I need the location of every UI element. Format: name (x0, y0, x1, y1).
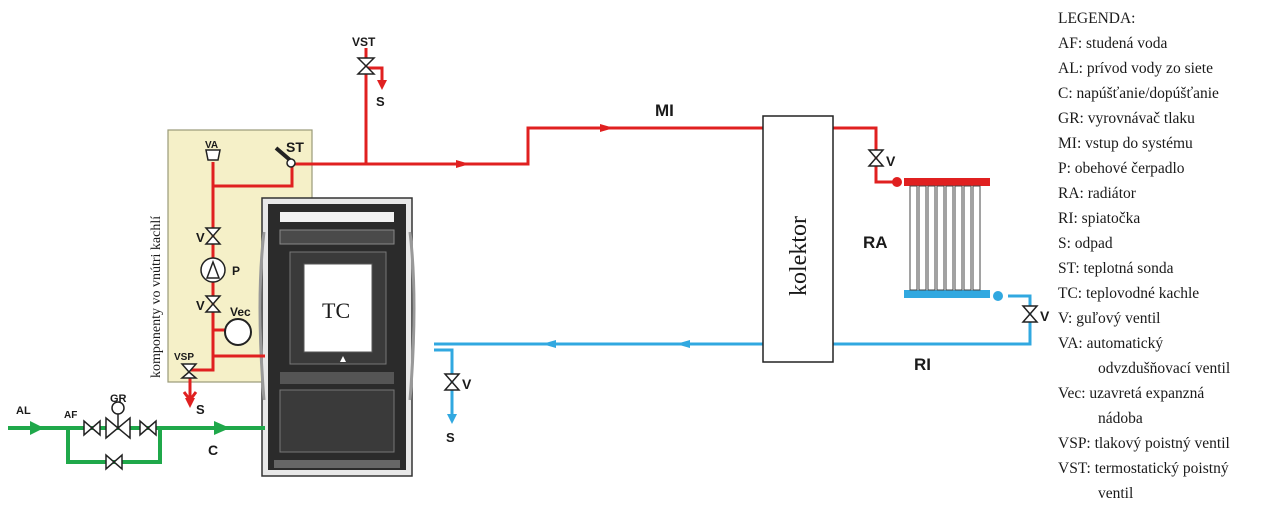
pump-icon (200, 257, 226, 283)
legend-item-continued: ventil (1098, 485, 1134, 502)
supply-inlet-arrow (30, 421, 44, 435)
legend-item: C: napúšťanie/dopúšťanie (1058, 85, 1219, 102)
legend-title: LEGENDA: (1058, 10, 1136, 27)
pressure-reducer-icon (105, 401, 131, 440)
label-s-top: S (376, 94, 385, 109)
drain-arrow (185, 398, 195, 408)
hot-flow-arrow (600, 124, 614, 132)
cold-flow-arrow (676, 340, 690, 348)
expansion-vessel-icon (224, 318, 252, 346)
label-v: V (886, 153, 896, 169)
label-gr: GR (110, 393, 127, 405)
label-v: V (196, 298, 205, 313)
legend: LEGENDA: AF: studená voda AL: prívod vod… (1058, 6, 1287, 506)
legend-item: RI: spiatočka (1058, 210, 1141, 227)
vsp-valve-icon (179, 363, 199, 379)
label-vsp: VSP (174, 352, 194, 363)
legend-item: VST: termostatický poistný (1058, 460, 1229, 477)
legend-item-continued: nádoba (1098, 410, 1143, 427)
label-s-drain: S (446, 430, 455, 445)
legend-item: VSP: tlakový poistný ventil (1058, 435, 1230, 452)
legend-item: S: odpad (1058, 235, 1113, 252)
cold-pipes (434, 294, 1032, 418)
radiator-ra (892, 177, 1003, 301)
legend-item: MI: vstup do systému (1058, 135, 1193, 152)
legend-item: AL: prívod vody zo siete (1058, 60, 1213, 77)
label-vec: Vec (230, 305, 251, 319)
temperature-sensor-icon (274, 146, 296, 168)
legend-item: VA: automatický (1058, 335, 1164, 352)
label-al: AL (16, 405, 31, 417)
label-mi: MI (655, 101, 674, 120)
label-p: P (232, 264, 240, 278)
label-ri: RI (914, 355, 931, 374)
label-af: AF (64, 410, 77, 421)
label-ra: RA (863, 233, 888, 252)
stove-label: TC (322, 298, 350, 323)
label-st: ST (286, 139, 304, 155)
cold-drain-arrow (447, 414, 457, 424)
supply-pipes (8, 426, 265, 464)
legend-item: RA: radiátor (1058, 185, 1136, 202)
legend-item: ST: teplotná sonda (1058, 260, 1174, 277)
legend-item-continued: odvzdušňovací ventil (1098, 360, 1231, 377)
hot-pipes (188, 48, 895, 400)
label-c: C (208, 442, 218, 458)
legend-item: P: obehové čerpadlo (1058, 160, 1185, 177)
legend-item: AF: studená voda (1058, 35, 1168, 52)
hot-flow-arrow (456, 160, 470, 168)
drain-arrow (377, 80, 387, 90)
drain-arrow (182, 391, 198, 403)
legend-item: TC: teplovodné kachle (1058, 285, 1200, 302)
label-s-vsp: S (196, 402, 205, 417)
stove-tc (258, 197, 416, 477)
legend-item: Vec: uzavretá expanzná (1058, 385, 1205, 402)
label-v: V (196, 230, 205, 245)
label-v: V (462, 376, 472, 392)
label-va: VA (205, 140, 218, 151)
label-v: V (1040, 308, 1050, 324)
label-vst: VST (352, 35, 376, 49)
legend-item: GR: vyrovnávač tlaku (1058, 110, 1195, 127)
kolektor-box (762, 115, 834, 363)
cold-flow-arrow (542, 340, 556, 348)
valve-icon (83, 57, 1039, 471)
components-panel-label: komponenty vo vnútri kachlí (149, 216, 164, 378)
supply-flow-arrow (214, 421, 230, 435)
legend-item: V: guľový ventil (1058, 310, 1161, 327)
kolektor-label: kolektor (786, 216, 812, 296)
air-vent-icon (205, 149, 221, 161)
